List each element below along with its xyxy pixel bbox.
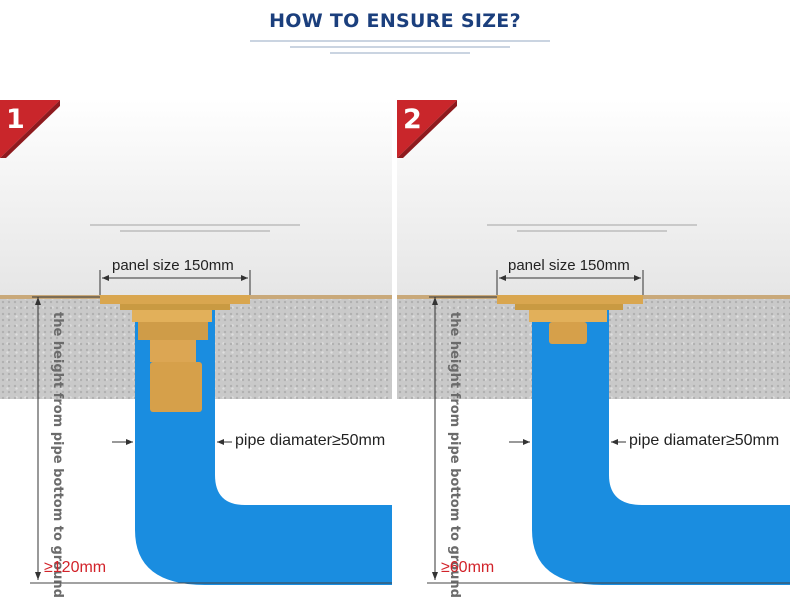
page-title: HOW TO ENSURE SIZE? bbox=[269, 10, 521, 32]
floor-drain-brass bbox=[497, 295, 643, 344]
wall-background bbox=[397, 100, 790, 295]
panel-size-label: panel size 150mm bbox=[112, 257, 234, 274]
badge-corner bbox=[397, 100, 457, 158]
min-height-label: ≥60mm bbox=[441, 559, 495, 576]
badge-number: 1 bbox=[6, 104, 25, 135]
height-dimension bbox=[427, 296, 790, 584]
floor-drain-brass bbox=[100, 295, 250, 412]
height-axis-label: the height from pipe bottom to ground bbox=[447, 312, 462, 598]
pipe-diameter-label: pipe diamater≥50mm bbox=[235, 432, 386, 449]
scenario-panel-1: 1 panel size 150mm pipe diamater≥50mm th… bbox=[0, 100, 392, 607]
drain-diagram bbox=[30, 270, 392, 585]
scenario-panel-2: 2 panel size 150mm pipe diamater≥50mm th… bbox=[397, 100, 790, 607]
wall-background bbox=[0, 100, 392, 295]
fine-print-lines bbox=[90, 224, 300, 236]
height-dimension bbox=[30, 296, 392, 584]
badge-corner bbox=[0, 100, 60, 158]
fine-print-lines bbox=[487, 224, 697, 236]
min-height-label: ≥120mm bbox=[44, 559, 107, 576]
drain-pipe bbox=[532, 300, 790, 585]
badge-number: 2 bbox=[403, 104, 422, 135]
panel-size-label: panel size 150mm bbox=[508, 257, 630, 274]
panel-size-dimension bbox=[496, 270, 644, 295]
pipe-diameter-label: pipe diamater≥50mm bbox=[629, 432, 780, 449]
height-axis-label: the height from pipe bottom to ground bbox=[50, 312, 65, 598]
drain-diagram bbox=[427, 270, 790, 585]
panel-size-dimension bbox=[99, 270, 251, 295]
fine-print-lines bbox=[240, 40, 560, 58]
